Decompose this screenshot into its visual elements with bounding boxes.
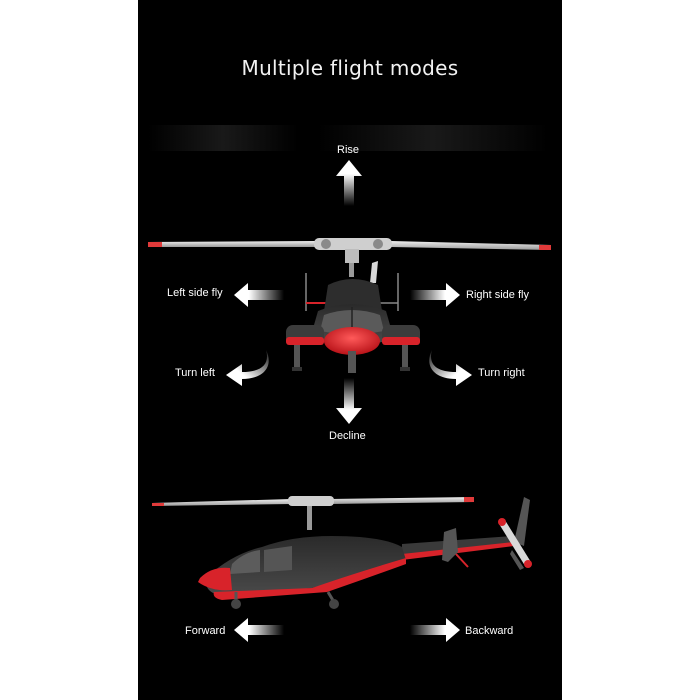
background-haze	[148, 125, 298, 151]
right-side-fly-label: Right side fly	[466, 289, 529, 301]
helicopter-side-view	[152, 492, 552, 610]
turn-left-label: Turn left	[175, 367, 215, 379]
arrow-left-icon	[234, 618, 284, 642]
curved-arrow-right-icon	[428, 350, 472, 386]
arrow-up-icon	[336, 160, 362, 206]
helicopter-front-view	[146, 233, 556, 378]
arrow-right-icon	[410, 283, 460, 307]
forward-label: Forward	[185, 625, 226, 637]
product-panel: Multiple flight modes Rise Decline Left …	[138, 0, 562, 700]
arrow-right-icon	[410, 618, 460, 642]
backward-label: Backward	[465, 625, 514, 637]
background-haze	[318, 125, 548, 151]
turn-right-label: Turn right	[478, 367, 525, 379]
arrow-left-icon	[234, 283, 284, 307]
curved-arrow-left-icon	[226, 350, 270, 386]
page-title: Multiple flight modes	[241, 56, 459, 80]
decline-label: Decline	[329, 430, 366, 442]
left-side-fly-label: Left side fly	[167, 287, 223, 299]
arrow-down-icon	[336, 378, 362, 424]
rise-label: Rise	[337, 144, 360, 156]
